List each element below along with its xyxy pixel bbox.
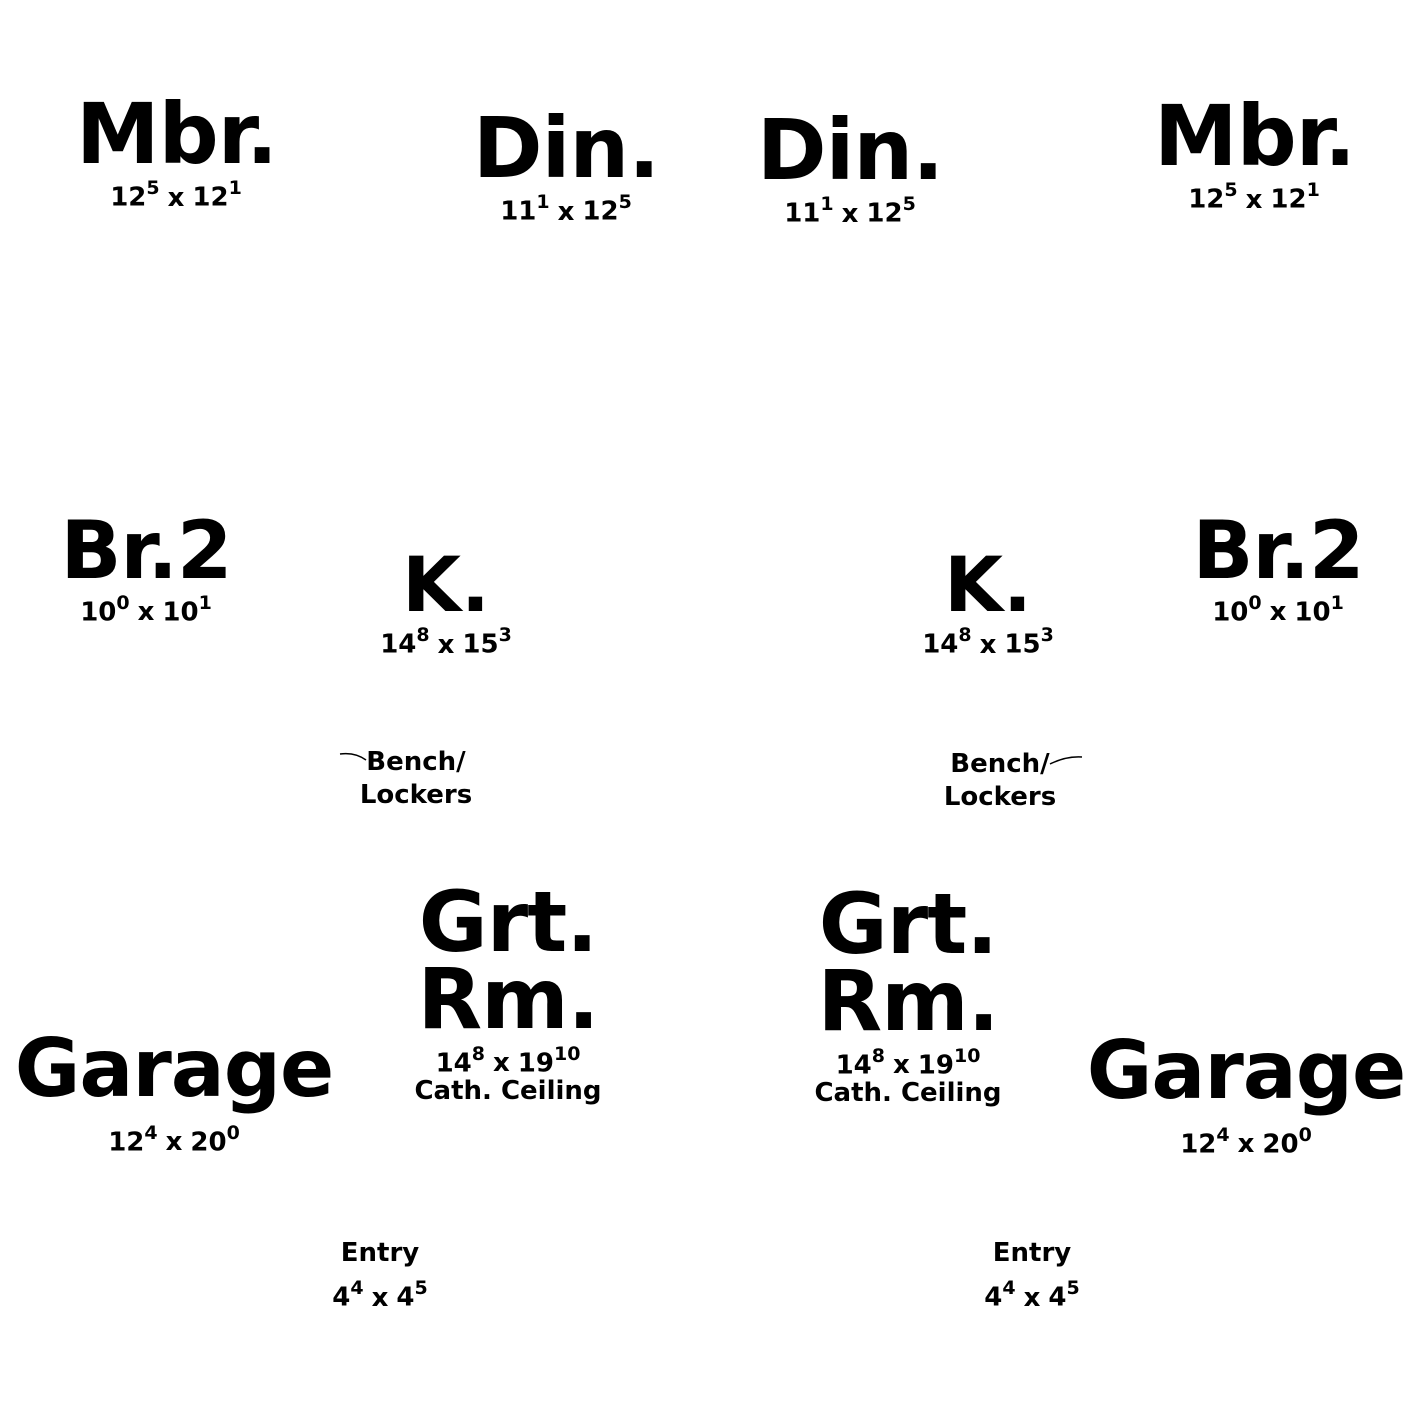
ceiling-note: Cath. Ceiling [414,1076,602,1107]
room-name: Mbr. [1154,87,1356,185]
room-name: Mbr. [76,85,278,183]
room-name: K. [402,540,490,629]
room-name: Entry [340,1238,420,1268]
room-name: Br.2 [60,504,232,597]
room-name: Din. [756,101,944,199]
room-name: Br.2 [1192,504,1364,597]
room-name-line1: Grt. [818,875,998,973]
bench-lockers-label-right: Bench/ Lockers [943,749,1057,812]
room-name-line2: Rm. [817,952,999,1051]
room-name-line2: Rm. [417,950,599,1049]
room-name: K. [944,540,1032,629]
ceiling-note: Cath. Ceiling [814,1078,1002,1109]
room-name: Garage [1086,1024,1407,1117]
room-name: Din. [472,99,660,197]
bench-lockers-label-left: Bench/ Lockers [359,747,473,810]
room-name: Entry [992,1238,1072,1268]
room-name-line1: Grt. [418,873,598,971]
room-name: Garage [14,1022,335,1115]
